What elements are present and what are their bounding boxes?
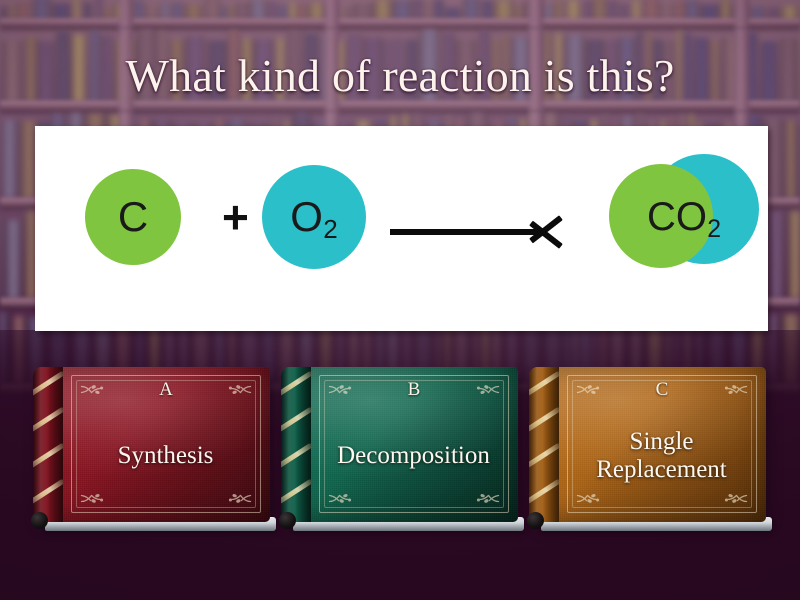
product-carbon-dioxide: CO2 <box>609 154 759 276</box>
corner-flourish-icon <box>328 486 354 505</box>
yields-arrow-icon <box>390 212 565 252</box>
cover-sheen <box>281 367 518 522</box>
green-circle <box>85 169 181 265</box>
corner-flourish-icon <box>576 383 602 402</box>
cover-sheen <box>33 367 270 522</box>
book-corner-dot <box>31 512 48 529</box>
reactant-oxygen: O2 <box>262 165 366 269</box>
cover-border-inner <box>76 380 256 508</box>
reactant-oxygen-label: O2 <box>290 193 338 245</box>
book-cover <box>529 367 766 522</box>
corner-flourish-icon <box>80 383 106 402</box>
book-cover <box>281 367 518 522</box>
corner-flourish-icon <box>474 383 500 402</box>
book-spine <box>33 367 63 522</box>
answer-label-text: Single Replacement <box>596 427 727 483</box>
corner-flourish-icon <box>474 486 500 505</box>
cover-border-outer <box>71 375 261 513</box>
corner-flourish-icon <box>722 486 748 505</box>
page-title: What kind of reaction is this? <box>125 50 675 101</box>
book-corner-dot <box>527 512 544 529</box>
cover-border-outer <box>567 375 757 513</box>
book-cover <box>33 367 270 522</box>
answer-label: Decomposition <box>317 403 510 508</box>
cover-texture <box>281 367 518 522</box>
answer-book-b[interactable]: B Decomposition <box>279 367 524 531</box>
reactant-carbon: C <box>85 169 181 265</box>
cover-texture <box>529 367 766 522</box>
cover-border-inner <box>324 380 504 508</box>
answer-letter: A <box>159 379 173 400</box>
answer-letter: B <box>407 379 421 400</box>
green-circle <box>609 164 713 268</box>
cover-border-inner <box>572 380 752 508</box>
answer-label-text: Synthesis <box>117 441 214 469</box>
answer-book-a[interactable]: A Synthesis <box>31 367 276 531</box>
equation-panel: C + O2 CO2 <box>35 126 768 331</box>
corner-flourish-icon <box>328 383 354 402</box>
reactant-carbon-label: C <box>117 193 149 240</box>
cover-sheen <box>529 367 766 522</box>
corner-flourish-icon <box>226 486 252 505</box>
answer-letter: C <box>655 379 669 400</box>
product-carbon-dioxide-label: CO2 <box>646 195 722 243</box>
answer-label-text: Decomposition <box>337 441 490 469</box>
answer-book-c[interactable]: C Single Replacement <box>527 367 772 531</box>
plus-operator: + <box>222 191 249 243</box>
book-corner-dot <box>279 512 296 529</box>
corner-flourish-icon <box>80 486 106 505</box>
corner-flourish-icon <box>722 383 748 402</box>
corner-flourish-icon <box>226 383 252 402</box>
answer-label: Synthesis <box>69 403 262 508</box>
corner-flourish-icon <box>576 486 602 505</box>
book-spine <box>281 367 311 522</box>
cover-texture <box>33 367 270 522</box>
cyan-circle <box>262 165 366 269</box>
book-spine <box>529 367 559 522</box>
cover-border-outer <box>319 375 509 513</box>
answer-label: Single Replacement <box>565 403 758 508</box>
arrow-head <box>531 214 565 250</box>
arrow-shaft <box>390 229 540 235</box>
